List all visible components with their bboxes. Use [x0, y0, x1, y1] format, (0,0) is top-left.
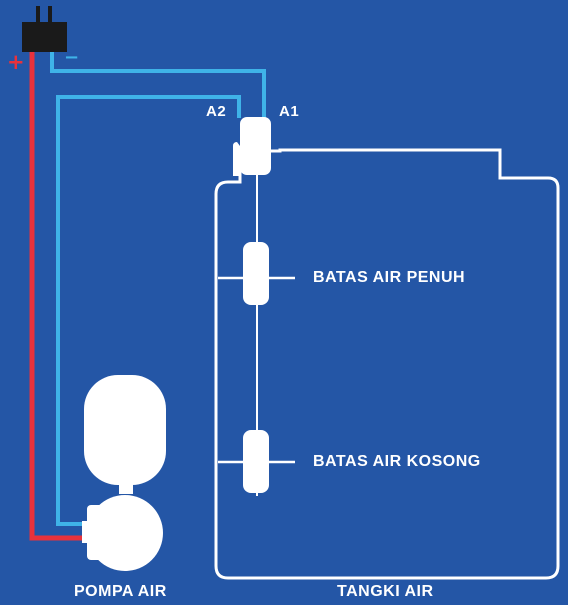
terminal-a2-label: A2 — [206, 103, 227, 120]
terminal-a1-label: A1 — [279, 103, 300, 120]
switch-wire — [56, 95, 241, 526]
negative-wire — [50, 52, 266, 118]
pump-label: POMPA AIR — [74, 583, 167, 600]
positive-wire — [29, 52, 90, 541]
positive-sign: + — [7, 50, 25, 74]
tank-label: TANGKI AIR — [337, 583, 434, 600]
float-switch-empty-icon — [218, 430, 295, 493]
negative-sign: − — [64, 47, 80, 68]
water-tank-icon — [214, 148, 560, 580]
full-level-label: BATAS AIR PENUH — [313, 269, 466, 286]
empty-level-label: BATAS AIR KOSONG — [313, 453, 481, 470]
float-switch-full-icon — [218, 242, 295, 305]
sensor-head-icon — [233, 117, 271, 183]
water-pump-icon — [82, 375, 166, 571]
power-plug-icon — [22, 6, 67, 52]
